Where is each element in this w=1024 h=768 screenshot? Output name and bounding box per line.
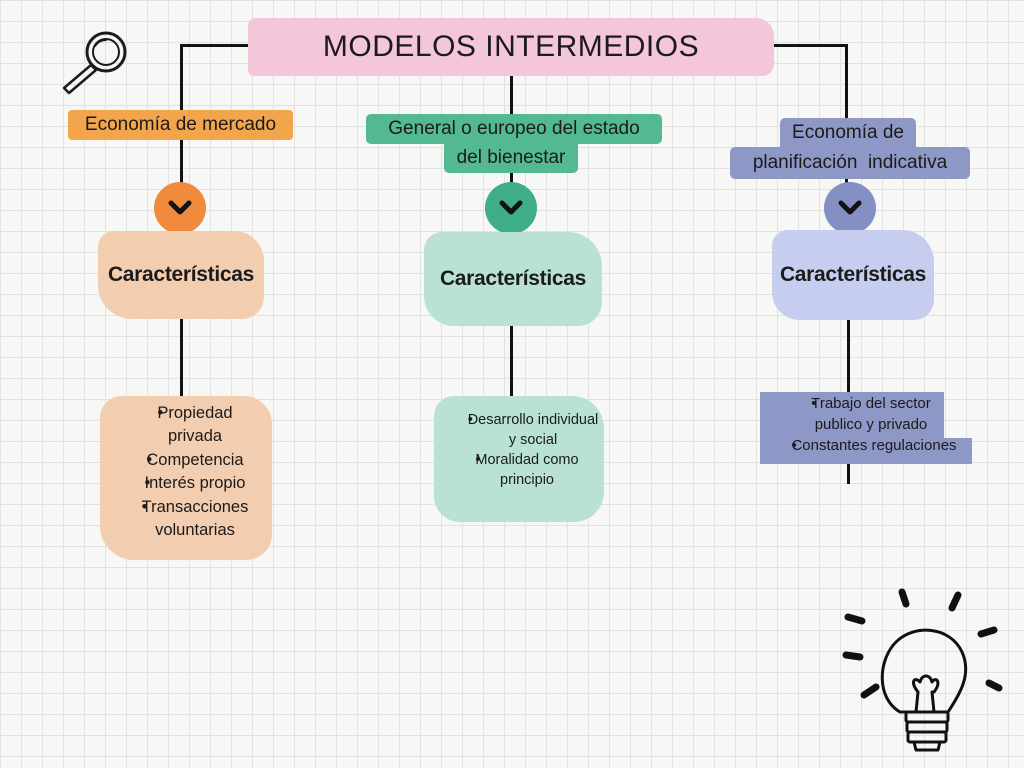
- list-item: Desarrollo individual y social: [434, 410, 604, 450]
- connector-top-right: [774, 44, 848, 47]
- model-label-welfare-line-2: del bienestar: [456, 146, 566, 168]
- items-box-welfare: Desarrollo individual y social Moralidad…: [434, 396, 604, 522]
- model-label-indicative-line-2: planificación indicativa: [752, 151, 948, 173]
- model-label-indicative: Economía de planificación indicativa: [730, 118, 970, 180]
- chevron-down-icon: [154, 182, 206, 234]
- model-label-market: Economía de mercado: [68, 110, 293, 140]
- list-item: Propiedad privada: [100, 402, 272, 449]
- connector-top-left: [180, 44, 250, 47]
- items-box-indicative: Trabajo del sector publico y privado Con…: [760, 392, 972, 464]
- model-label-indicative-line-1: Economía de: [792, 121, 904, 143]
- items-list-welfare: Desarrollo individual y social Moralidad…: [434, 396, 604, 490]
- connector-center-lower: [510, 324, 513, 396]
- connector-left-lower: [180, 318, 183, 400]
- list-item: Transacciones voluntarias: [100, 496, 272, 543]
- list-item: Moralidad como principio: [434, 450, 604, 490]
- chevron-down-icon: [485, 182, 537, 234]
- characteristics-box-welfare: Características: [424, 232, 602, 326]
- chevron-down-icon: [824, 182, 876, 234]
- model-label-welfare-line-1: General o europeo del estado: [388, 117, 640, 139]
- characteristics-box-indicative: Características: [772, 230, 934, 320]
- model-label-market-text: Economía de mercado: [84, 113, 277, 135]
- model-label-welfare: General o europeo del estado del bienest…: [366, 114, 662, 174]
- list-item: Competencia: [100, 449, 272, 473]
- magnifier-icon: [56, 30, 136, 100]
- list-item: Trabajo del sector publico y privado: [760, 393, 972, 435]
- list-item: Constantes regulaciones: [760, 435, 972, 456]
- items-box-market: Propiedad privada Competencia Interés pr…: [100, 396, 272, 560]
- characteristics-label-welfare: Características: [439, 267, 587, 290]
- characteristics-label-indicative: Características: [779, 263, 927, 286]
- list-item: Interés propio: [100, 472, 272, 496]
- characteristics-label-market: Características: [107, 263, 255, 286]
- lightbulb-icon: [836, 586, 1004, 758]
- characteristics-box-market: Características: [98, 231, 264, 319]
- items-list-market: Propiedad privada Competencia Interés pr…: [100, 396, 272, 543]
- items-list-indicative: Trabajo del sector publico y privado Con…: [760, 392, 972, 456]
- diagram-title: MODELOS INTERMEDIOS: [248, 18, 774, 76]
